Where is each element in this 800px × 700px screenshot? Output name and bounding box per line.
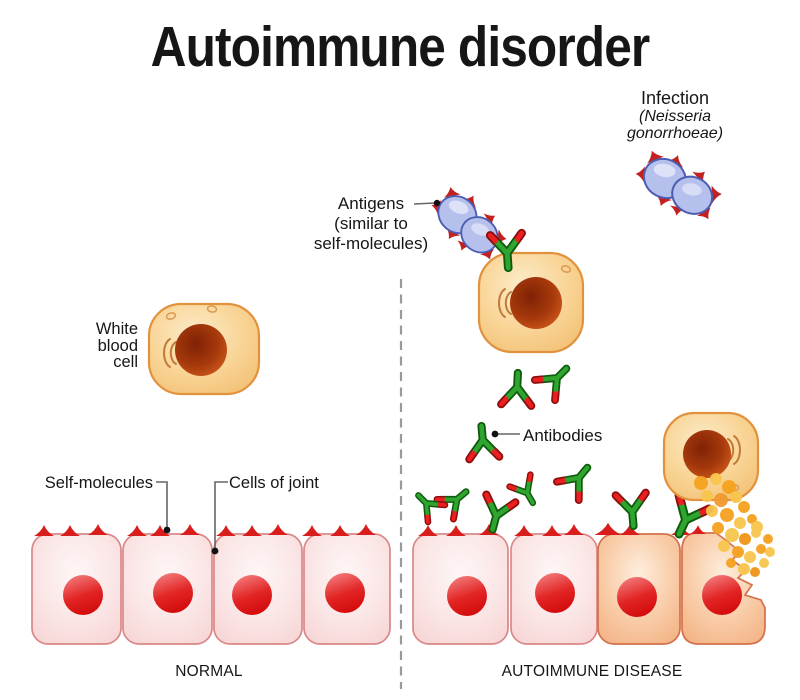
caption-normal: NORMAL	[175, 663, 243, 680]
label-cells-of-joint: Cells of joint	[229, 474, 319, 492]
label-self-molecules: Self-molecules	[44, 474, 153, 492]
leader-lines	[156, 202, 520, 549]
wbc-line3: cell	[113, 353, 138, 371]
label-white-blood-cell: White blood cell	[38, 321, 138, 371]
self-molecules-leader-line	[156, 481, 168, 528]
infection-name: Infection	[640, 88, 710, 108]
page-title: Autoimmune disorder	[150, 15, 651, 79]
wbc-line1: White	[95, 320, 138, 338]
joint-cells-autoimmune	[412, 493, 766, 645]
antigens-leader-line	[413, 202, 436, 205]
label-infection: Infection (Neisseria gonorrhoeae)	[575, 88, 775, 143]
caption-autoimmune-disease: AUTOIMMUNE DISEASE	[501, 663, 683, 680]
white-blood-cell-attacking	[662, 411, 760, 502]
antigens-line2: (similar to	[334, 214, 408, 233]
white-blood-cell-activated	[477, 251, 585, 354]
antigens-line3: self-molecules)	[313, 234, 429, 253]
leader-dots	[163, 199, 499, 555]
cells-of-joint-leader-line	[214, 481, 228, 549]
label-antibodies: Antibodies	[523, 426, 603, 445]
antigens-line1: Antigens	[337, 194, 405, 213]
enzyme-granules	[694, 473, 775, 577]
infection-species-line1: (Neisseria	[638, 108, 711, 125]
label-antigens: Antigens (similar to self-molecules)	[271, 194, 471, 254]
white-blood-cell-left	[147, 302, 261, 396]
wbc-line2: blood	[97, 336, 138, 355]
joint-cells-normal	[31, 524, 391, 645]
infection-species-line2: gonorrhoeae)	[626, 125, 724, 142]
bacterium-infection	[623, 139, 733, 234]
